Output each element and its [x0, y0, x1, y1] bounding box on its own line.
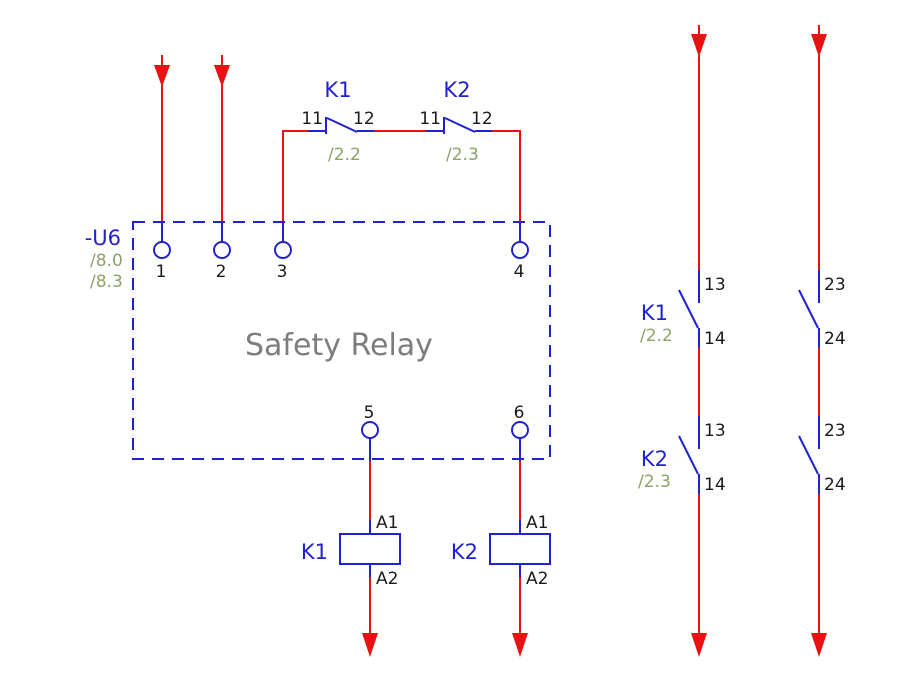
- down-arrow-icon: [512, 633, 528, 657]
- terminal-4[interactable]: 4: [511, 222, 529, 282]
- exit-feed-coil-k1: [362, 577, 378, 657]
- contact-mover: [444, 117, 476, 133]
- pin-14-label: 14: [704, 329, 726, 349]
- terminal-circle: [274, 241, 292, 259]
- down-arrow-icon: [214, 65, 230, 87]
- terminal-5[interactable]: 5: [361, 403, 379, 462]
- nc-contact-k1[interactable]: K1 11 12 /2.2: [301, 78, 374, 165]
- terminal-3[interactable]: 3: [274, 222, 292, 282]
- pin-14-label: 14: [704, 475, 726, 495]
- contact-mover: [798, 289, 819, 329]
- pin-11-label: 11: [301, 109, 323, 129]
- feed-arrow-column-b: [811, 25, 827, 270]
- contact-mover: [326, 117, 358, 133]
- pin-a1-label: A1: [526, 513, 548, 533]
- terminal-circle: [361, 421, 379, 439]
- down-arrow-icon: [811, 34, 827, 57]
- feed-arrow-column-a: [691, 25, 707, 270]
- contact-mover: [798, 435, 819, 475]
- contact-name: K2: [443, 78, 470, 102]
- coil-k2[interactable]: A1 K2 A2: [451, 513, 551, 589]
- pin-a2-label: A2: [376, 569, 398, 589]
- cross-ref: /2.2: [640, 326, 673, 346]
- coil-name: K1: [301, 540, 328, 564]
- terminal-label: 6: [514, 403, 525, 423]
- contact-name: K2: [641, 447, 668, 471]
- wire-k2nc-to-terminal4: [492, 130, 521, 222]
- terminal-1[interactable]: 1: [153, 222, 171, 282]
- terminal-label: 3: [277, 262, 288, 282]
- pin-11-label: 11: [419, 109, 441, 129]
- terminal-label: 5: [364, 403, 375, 423]
- down-arrow-icon: [811, 633, 827, 657]
- down-arrow-icon: [154, 65, 170, 87]
- exit-feed-coil-k2: [512, 577, 528, 657]
- terminal-circle: [511, 421, 529, 439]
- down-arrow-icon: [691, 633, 707, 657]
- pin-13-label: 13: [704, 275, 726, 295]
- cross-ref: /2.3: [446, 145, 479, 165]
- no-contact-k2-23-24[interactable]: 23 24: [798, 416, 846, 495]
- supply-feed-2: [214, 55, 230, 222]
- device-cross-ref-1: /8.0: [90, 251, 123, 271]
- pin-12-label: 12: [353, 109, 375, 129]
- exit-feed-column-a: [691, 494, 707, 657]
- contact-name: K1: [641, 301, 668, 325]
- pin-23-label: 23: [824, 275, 846, 295]
- terminal-label: 1: [156, 262, 167, 282]
- wire-terminal3-to-k1nc: [282, 130, 308, 222]
- device-title: Safety Relay: [245, 328, 433, 363]
- pin-a1-label: A1: [376, 513, 398, 533]
- terminal-label: 4: [514, 262, 525, 282]
- down-arrow-icon: [691, 34, 707, 57]
- cross-ref: /2.3: [638, 472, 671, 492]
- cross-ref: /2.2: [328, 145, 361, 165]
- terminal-circle: [511, 241, 529, 259]
- nc-contact-k2[interactable]: K2 11 12 /2.3: [419, 78, 492, 165]
- terminal-2[interactable]: 2: [213, 222, 231, 282]
- device-box-u6[interactable]: -U6 /8.0 /8.3 Safety Relay: [85, 221, 551, 460]
- terminal-circle: [213, 241, 231, 259]
- coil-body: [339, 533, 401, 565]
- pin-23-label: 23: [824, 421, 846, 441]
- coil-body: [489, 533, 551, 565]
- contact-name: K1: [324, 78, 351, 102]
- pin-13-label: 13: [704, 421, 726, 441]
- pin-12-label: 12: [471, 109, 493, 129]
- device-cross-ref-2: /8.3: [90, 272, 123, 292]
- exit-feed-column-b: [811, 494, 827, 657]
- terminal-label: 2: [216, 262, 227, 282]
- coil-k1[interactable]: A1 K1 A2: [301, 513, 401, 589]
- pin-a2-label: A2: [526, 569, 548, 589]
- down-arrow-icon: [362, 633, 378, 657]
- device-tag: -U6: [85, 226, 121, 250]
- pin-24-label: 24: [824, 329, 846, 349]
- contact-mover: [678, 435, 699, 475]
- coil-name: K2: [451, 540, 478, 564]
- no-contact-k2-13-14[interactable]: 13 14 K2 /2.3: [638, 416, 726, 495]
- no-contact-k1-13-14[interactable]: 13 14 K1 /2.2: [640, 270, 726, 349]
- pin-24-label: 24: [824, 475, 846, 495]
- contact-mover: [678, 289, 699, 329]
- terminal-circle: [153, 241, 171, 259]
- no-contact-k1-23-24[interactable]: 23 24: [798, 270, 846, 349]
- terminal-6[interactable]: 6: [511, 403, 529, 462]
- device-outline: [132, 221, 551, 460]
- supply-feed-1: [154, 55, 170, 222]
